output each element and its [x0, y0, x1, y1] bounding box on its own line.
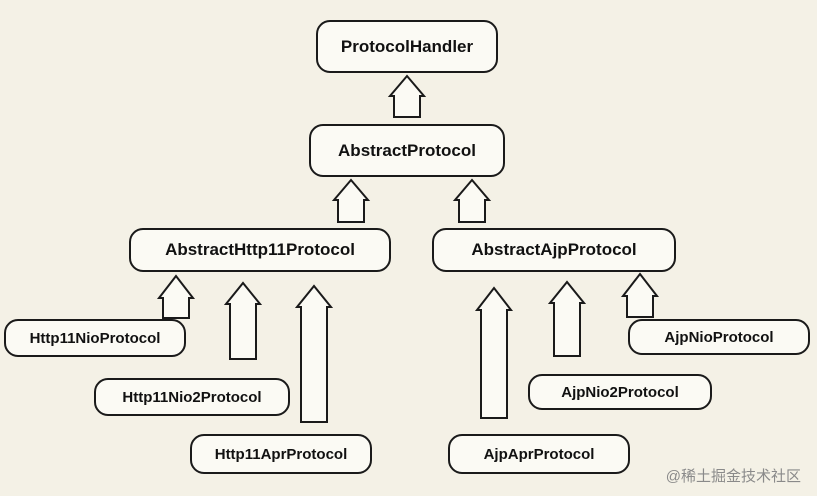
watermark: @稀土掘金技术社区	[665, 468, 801, 485]
node-ajp-nio2-protocol: AjpNio2Protocol	[528, 374, 712, 410]
node-protocol-handler: ProtocolHandler	[316, 20, 498, 73]
node-ajp-apr-protocol: AjpAprProtocol	[448, 434, 630, 474]
arrow-abstracthttp11-to-abstractprotocol	[331, 178, 371, 223]
arrow-abstractprotocol-to-protocolhandler	[387, 74, 427, 118]
arrow-http11apr-to-abstracthttp11	[294, 284, 334, 423]
node-ajp-nio-protocol: AjpNioProtocol	[628, 319, 810, 355]
arrow-ajpnio-to-abstractajp	[620, 272, 660, 318]
node-abstract-http11-protocol: AbstractHttp11Protocol	[129, 228, 391, 272]
node-http11-apr-protocol: Http11AprProtocol	[190, 434, 372, 474]
arrow-http11nio2-to-abstracthttp11	[223, 281, 263, 360]
node-http11-nio2-protocol: Http11Nio2Protocol	[94, 378, 290, 416]
arrow-http11nio-to-abstracthttp11	[156, 274, 196, 319]
arrow-ajpnio2-to-abstractajp	[547, 280, 587, 357]
arrow-abstractajp-to-abstractprotocol	[452, 178, 492, 223]
node-abstract-protocol: AbstractProtocol	[309, 124, 505, 177]
node-abstract-ajp-protocol: AbstractAjpProtocol	[432, 228, 676, 272]
node-http11-nio-protocol: Http11NioProtocol	[4, 319, 186, 357]
arrow-ajpapr-to-abstractajp	[474, 286, 514, 419]
